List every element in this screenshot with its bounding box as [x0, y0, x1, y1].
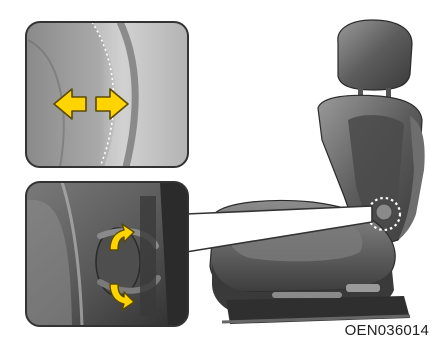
car-seat [210, 20, 425, 324]
figure-code: OEN036014 [345, 322, 429, 339]
seat-lumbar-knob [376, 204, 392, 220]
bottom-inset-panel [26, 182, 188, 326]
seat-side-lever [272, 292, 342, 298]
seat-headrest [338, 20, 412, 90]
seat-side-lever [346, 284, 380, 292]
top-inset-panel [26, 22, 188, 167]
